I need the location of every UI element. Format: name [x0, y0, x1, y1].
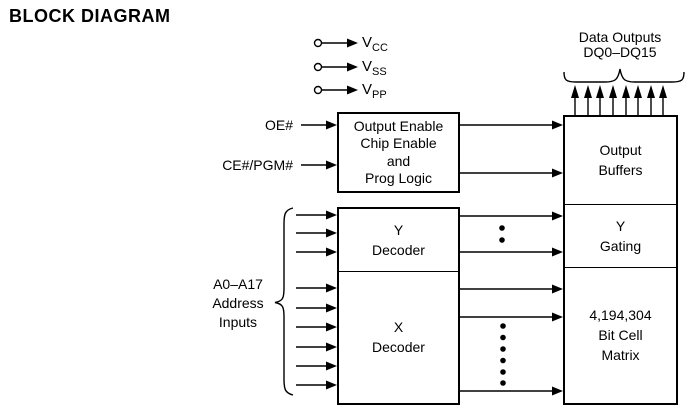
vss-label-sub: SS	[372, 66, 387, 78]
internal-bus-arrows	[460, 120, 563, 396]
vss-label-main: V	[362, 58, 373, 75]
memory-core-block: Output Buffers Y Gating 4,194,304 Bit Ce…	[563, 115, 678, 405]
vcc-terminal-arrow	[313, 38, 358, 48]
data-output-arrows	[571, 85, 667, 115]
page-title: BLOCK DIAGRAM	[9, 6, 171, 26]
address-inputs-line3: Inputs	[218, 314, 258, 330]
oe-input-arrow	[301, 120, 337, 130]
data-outputs-line1: Data Outputs	[578, 29, 662, 45]
output-buffers-block: Output Buffers	[565, 117, 676, 205]
y-decoder-line2: Decoder	[372, 241, 425, 258]
address-inputs-label: A0–A17 Address Inputs	[198, 275, 278, 332]
x-bus-ellipsis-dots	[500, 323, 506, 386]
prog-logic-line3: and	[386, 152, 411, 169]
address-inputs-line2: Address	[212, 295, 264, 311]
vss-label: VSS	[362, 58, 387, 81]
address-inputs-line1: A0–A17	[213, 276, 263, 292]
oe-label: OE#	[264, 117, 293, 133]
address-input-arrows	[296, 210, 337, 390]
prog-logic-block: Output Enable Chip Enable and Prog Logic	[337, 112, 460, 193]
data-outputs-brace	[563, 68, 685, 83]
y-decoder-block: Y Decoder	[339, 209, 458, 272]
address-inputs-brace	[274, 207, 294, 396]
prog-logic-line2: Chip Enable	[360, 135, 437, 151]
bit-cell-matrix-line3: Matrix	[601, 347, 640, 364]
x-decoder-block: X Decoder	[339, 272, 458, 404]
y-gating-line1: Y	[615, 217, 626, 234]
vss-terminal-arrow	[313, 62, 358, 72]
prog-logic-line1: Output Enable	[353, 117, 444, 134]
ce-pgm-label: CE#/PGM#	[222, 157, 293, 173]
y-gating-line2: Gating	[599, 237, 642, 254]
vpp-label-main: V	[362, 81, 373, 98]
data-outputs-label: Data Outputs DQ0–DQ15	[550, 30, 690, 60]
vpp-terminal-arrow	[313, 85, 358, 95]
y-decoder-line1: Y	[393, 221, 404, 238]
decoder-block: Y Decoder X Decoder	[337, 207, 460, 405]
x-decoder-line2: Decoder	[372, 339, 425, 356]
y-gating-block: Y Gating	[565, 205, 676, 268]
output-buffers-line2: Buffers	[598, 162, 643, 179]
output-buffers-line1: Output	[599, 142, 642, 159]
bit-cell-matrix-block: 4,194,304 Bit Cell Matrix	[565, 268, 676, 404]
bit-cell-matrix-line1: 4,194,304	[589, 307, 652, 324]
vpp-label-sub: PP	[372, 89, 387, 101]
vcc-label-sub: CC	[372, 42, 388, 54]
prog-logic-line4: Prog Logic	[365, 170, 432, 186]
x-decoder-line1: X	[393, 319, 404, 336]
vcc-label-main: V	[362, 34, 373, 51]
ce-pgm-input-arrow	[301, 160, 337, 170]
y-bus-ellipsis-dots	[499, 225, 505, 243]
bit-cell-matrix-line2: Bit Cell	[598, 327, 643, 344]
vpp-label: VPP	[362, 81, 387, 104]
vcc-label: VCC	[362, 34, 388, 57]
data-outputs-line2: DQ0–DQ15	[583, 44, 657, 60]
